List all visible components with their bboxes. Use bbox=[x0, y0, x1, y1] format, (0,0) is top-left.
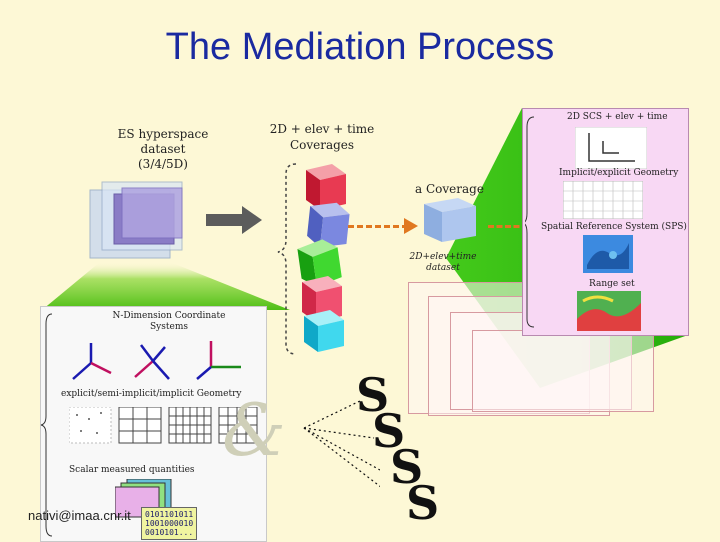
es-hyperspace-label: ES hyperspace dataset (3/4/5D) bbox=[117, 127, 209, 171]
s-letter-4: S bbox=[406, 476, 440, 530]
right-arrow-icon bbox=[206, 206, 262, 234]
dashed-arrow-2 bbox=[488, 225, 528, 228]
geometry-grid-icon bbox=[563, 181, 643, 219]
right-panel-brace bbox=[525, 116, 535, 328]
ncs-label: N-Dimension Coordinate Systems bbox=[112, 311, 226, 332]
cube-red bbox=[306, 164, 346, 210]
page-title: The Mediation Process bbox=[165, 26, 555, 68]
range-map-icon bbox=[577, 291, 641, 331]
cube-cyan bbox=[304, 310, 344, 352]
coverages-label: 2D + elev + time Coverages bbox=[269, 122, 375, 152]
coverage-stack bbox=[277, 163, 350, 355]
dataset-detail-panel: N-Dimension Coordinate Systems explicit/… bbox=[40, 306, 267, 542]
scalar-label: Scalar measured quantities bbox=[69, 465, 195, 475]
coordinate-axes-icons bbox=[72, 341, 241, 380]
geometry-examples-icon bbox=[69, 407, 258, 444]
binary-data: 0101101011 1001000010 0010101... bbox=[141, 507, 198, 540]
hypercube-icon bbox=[89, 181, 183, 259]
left-geometry-label: explicit/semi-implicit/implicit Geometry bbox=[61, 389, 242, 399]
a-coverage-label: a Coverage bbox=[415, 182, 484, 196]
dataset-label: 2D+elev+time dataset bbox=[409, 252, 477, 273]
dashed-arrow-1 bbox=[348, 225, 408, 228]
dotted-arrows bbox=[303, 399, 380, 488]
cube-green bbox=[297, 239, 342, 287]
s-letter-3: S bbox=[390, 440, 424, 494]
srs-map-icon bbox=[583, 235, 633, 273]
axes-grid-icon bbox=[575, 127, 647, 169]
left-panel-brace bbox=[40, 313, 53, 537]
s-letter-2: S bbox=[372, 404, 406, 458]
a-coverage-cube bbox=[424, 198, 476, 242]
ghost-panel-4 bbox=[472, 330, 654, 412]
srs-label: Spatial Reference System (SPS) bbox=[541, 222, 687, 232]
left-cone bbox=[42, 262, 290, 310]
cube-blue bbox=[307, 202, 350, 248]
coverage-detail-panel: 2D SCS + elev + time Implicit/explicit G… bbox=[522, 108, 689, 336]
author-email[interactable]: nativi@imaa.cnr.it bbox=[28, 508, 131, 523]
scs-label: 2D SCS + elev + time bbox=[567, 112, 668, 122]
range-set-label: Range set bbox=[589, 279, 635, 289]
geometry-label: Implicit/explicit Geometry bbox=[559, 168, 679, 178]
ampersand-glyph: & bbox=[222, 388, 287, 472]
s-letter-1: S bbox=[356, 368, 390, 422]
dashed-arrowhead-1 bbox=[404, 218, 418, 234]
